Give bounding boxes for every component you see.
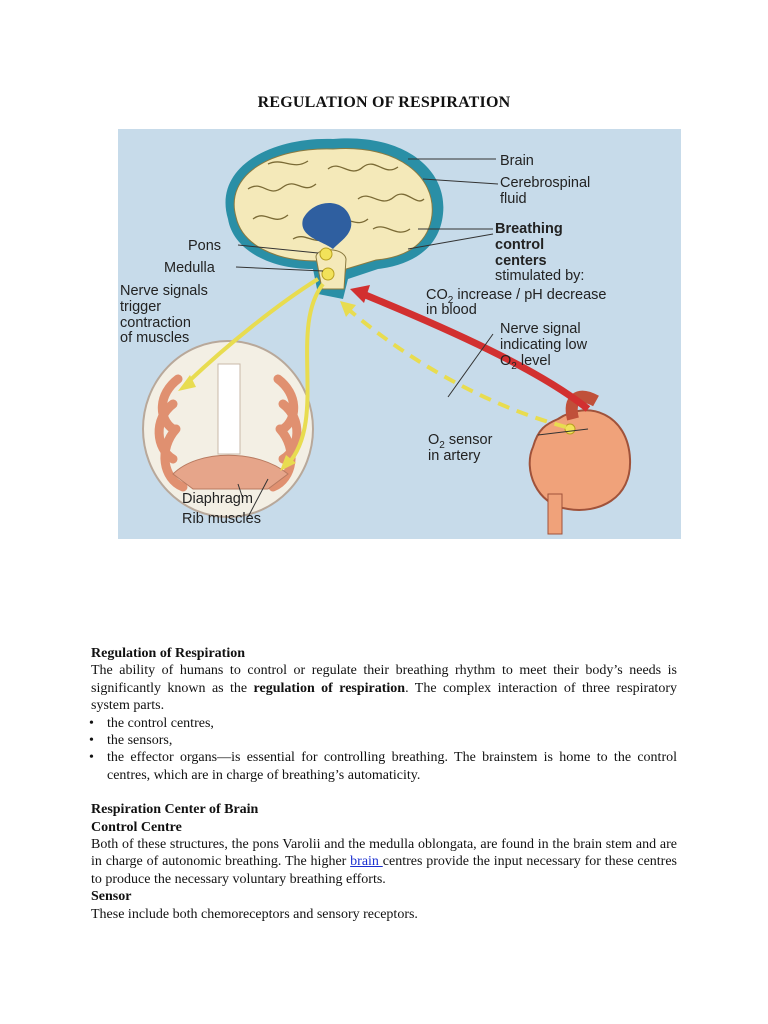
label-nerve-trigger-2: trigger — [120, 299, 161, 315]
page-title: REGULATION OF RESPIRATION — [0, 94, 768, 112]
label-breathing-control-2: control — [495, 237, 544, 253]
subheading-sensor: Sensor — [91, 888, 677, 905]
label-nerve-trigger-3: contraction — [120, 315, 191, 331]
respiratory-parts-list: the control centres, the sensors, the ef… — [91, 715, 677, 785]
label-pons: Pons — [188, 238, 221, 254]
label-csf-2: fluid — [500, 191, 527, 207]
list-item: the sensors, — [91, 732, 677, 749]
label-in-blood: in blood — [426, 302, 477, 318]
label-diaphragm: Diaphragm — [182, 491, 253, 507]
pons-dot — [320, 248, 332, 260]
label-rib-muscles: Rib muscles — [182, 511, 261, 527]
label-nerve-trigger-1: Nerve signals — [120, 283, 208, 299]
article-body: Regulation of Respiration The ability of… — [91, 645, 677, 923]
section-heading-regulation: Regulation of Respiration — [91, 645, 677, 662]
label-nerve-trigger-4: of muscles — [120, 330, 189, 346]
label-stimulated: stimulated by: — [495, 268, 584, 284]
list-item: the effector organs—is essential for con… — [91, 749, 677, 784]
respiration-diagram: Brain Cerebrospinal fluid Breathing cont… — [118, 129, 681, 539]
intro-paragraph: The ability of humans to control or regu… — [91, 662, 677, 714]
section-heading-respiration-center: Respiration Center of Brain — [91, 801, 677, 818]
label-nerve-signal-2: indicating low — [500, 337, 588, 353]
medulla-dot — [322, 268, 334, 280]
sensor-paragraph: These include both chemoreceptors and se… — [91, 906, 677, 923]
list-item: the control centres, — [91, 715, 677, 732]
label-breathing-control-3: centers — [495, 253, 547, 269]
label-breathing-control-1: Breathing — [495, 221, 563, 237]
label-nerve-signal-1: Nerve signal — [500, 321, 581, 337]
subheading-control-centre: Control Centre — [91, 819, 677, 836]
brain-link[interactable]: brain — [350, 854, 383, 869]
control-centre-paragraph: Both of these structures, the pons Varol… — [91, 836, 677, 888]
label-csf-1: Cerebrospinal — [500, 175, 590, 191]
label-medulla: Medulla — [164, 260, 216, 276]
label-in-artery: in artery — [428, 448, 481, 464]
label-brain: Brain — [500, 153, 534, 169]
